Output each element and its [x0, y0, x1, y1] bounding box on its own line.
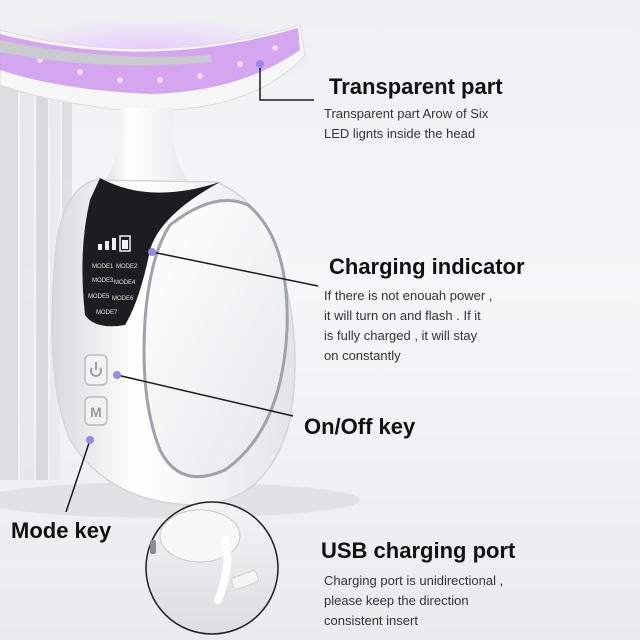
description-line: it will turn on and flash . If it [324, 308, 481, 323]
mode-button-label: M [90, 404, 102, 420]
charging-indicator-title: Charging indicator [329, 254, 525, 279]
description-line: If there is not enouah power , [324, 288, 493, 303]
description-line: LED lignts inside the head [324, 126, 476, 141]
mode-labels: MODE1 MODE2 MODE3 MODE4 MODE5 MODE6 MODE… [88, 264, 138, 316]
mode-key-title: Mode key [11, 518, 112, 543]
massage-pad [142, 199, 289, 479]
description-line: on constantly [324, 348, 401, 363]
usb-port [150, 540, 156, 554]
device-neck [95, 108, 200, 195]
mode-label: MODE6 [112, 296, 134, 302]
description-line: is fully charged , it will stay [324, 328, 478, 343]
mode-button[interactable]: M [84, 396, 108, 426]
mode-label: MODE7 [96, 310, 118, 316]
transparent-part-description: Transparent part Arow of Six LED lignts … [324, 104, 554, 144]
usb-port-inset [145, 501, 279, 635]
onoff-key-title: On/Off key [304, 414, 416, 439]
usb-cable [214, 536, 232, 604]
mode-label: MODE3 [92, 278, 114, 284]
battery-icon [98, 235, 131, 252]
mode-label: MODE4 [114, 280, 136, 286]
description-line: consistent insert [324, 613, 418, 628]
usb-plug [231, 570, 259, 590]
description-line: Transparent part Arow of Six [324, 106, 489, 121]
power-button[interactable] [84, 354, 108, 386]
charging-indicator-description: If there is not enouah power , it will t… [324, 286, 524, 366]
power-icon [90, 362, 102, 377]
usb-port-description: Charging port is unidirectional , please… [324, 571, 544, 631]
control-panel [82, 178, 220, 327]
callout-lines [65, 64, 319, 513]
description-line: please keep the direction [324, 593, 469, 608]
transparent-part-title: Transparent part [329, 74, 503, 99]
mode-label: MODE2 [116, 264, 138, 270]
description-line: Charging port is unidirectional , [324, 573, 504, 588]
usb-device-base [159, 509, 241, 563]
callout-dots [86, 60, 264, 444]
mode-label: MODE5 [88, 294, 110, 300]
mode-label: MODE1 [92, 264, 114, 270]
usb-port-title: USB charging port [321, 538, 516, 563]
metal-band [0, 40, 212, 66]
